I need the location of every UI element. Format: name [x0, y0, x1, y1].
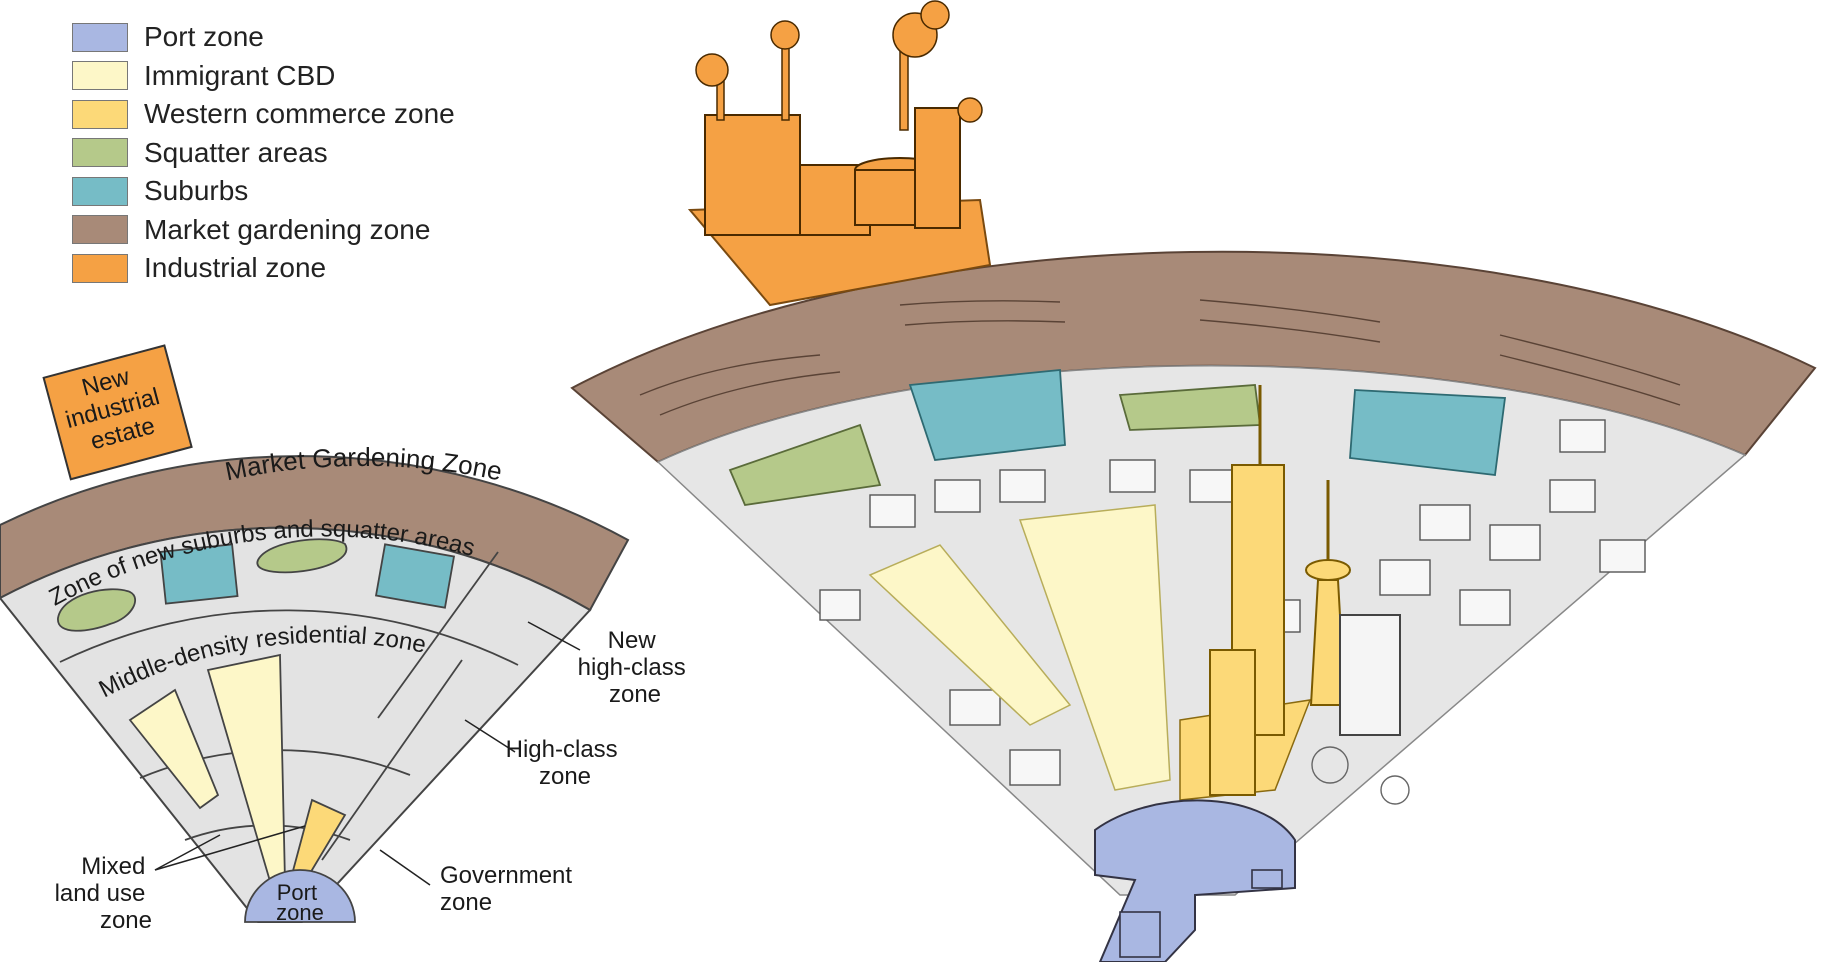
squatter-cluster [728, 423, 882, 506]
legend-swatch [72, 176, 128, 206]
chimney [781, 44, 790, 121]
suburb-cluster [1349, 389, 1507, 476]
illustrated-port-zone [1094, 799, 1296, 962]
legend-label: Suburbs [144, 175, 249, 207]
legend-item-market-gardening: Market gardening zone [72, 211, 455, 250]
leader-line [527, 621, 581, 651]
squatter-area-blob [57, 588, 136, 632]
legend-swatch [72, 99, 128, 129]
roundabout-roads [1311, 746, 1410, 805]
leader-line [154, 834, 221, 871]
legend-swatch [72, 138, 128, 168]
legend-swatch [72, 61, 128, 91]
legend-swatch [72, 22, 128, 52]
legend-label: Western commerce zone [144, 98, 455, 130]
illustrated-immigrant-cbd [868, 544, 1072, 726]
new-industrial-estate-box [42, 344, 193, 481]
smoke-puff [920, 0, 950, 30]
legend-label: Industrial zone [144, 252, 327, 284]
legend-label: Immigrant CBD [144, 59, 336, 91]
legend-item-western-commerce: Western commerce zone [72, 95, 455, 134]
field-furrows [639, 299, 1681, 416]
residential-fan [0, 526, 592, 923]
tower [914, 107, 961, 229]
illustrated-immigrant-cbd [1018, 504, 1171, 791]
tower-building [1209, 649, 1256, 796]
schematic-fan: New industrial estate Port zone [0, 344, 693, 934]
high-class-zone-label: High-class zone [506, 736, 625, 790]
legend-item-suburbs: Suburbs [72, 172, 455, 211]
radial-line [321, 659, 463, 861]
legend-label: Squatter areas [144, 136, 328, 168]
residential-houses [819, 419, 1646, 786]
suburb-block [374, 543, 456, 609]
legend-swatch [72, 253, 128, 283]
suburb-ring-boundary [59, 609, 519, 666]
squatter-area-blob [256, 538, 348, 574]
ship [1119, 911, 1161, 958]
leader-line [154, 825, 306, 871]
legend-label: Market gardening zone [144, 213, 431, 245]
port-zone-semicircle [244, 869, 356, 923]
legend-item-immigrant-cbd: Immigrant CBD [72, 57, 455, 96]
industrial-zone-illustration [687, 0, 992, 307]
immigrant-cbd-wedge [128, 688, 220, 810]
legend-item-port-zone: Port zone [72, 18, 455, 57]
warehouse [1251, 869, 1283, 889]
factory-building [704, 114, 801, 236]
legend-swatch [72, 215, 128, 245]
legend-label: Port zone [144, 21, 264, 53]
port-zone-label: Port zone [276, 880, 324, 925]
smoke-puff [770, 20, 800, 50]
chimney [899, 49, 909, 131]
illustrated-city-model [570, 0, 1817, 962]
mixed-land-use-zone-label: Mixed land use zone [55, 853, 152, 934]
suburb-block [159, 543, 239, 605]
legend-item-squatter-areas: Squatter areas [72, 134, 455, 173]
new-high-class-zone-label: New high-class zone [578, 627, 693, 708]
leader-line [464, 719, 516, 753]
suburb-cluster [908, 369, 1066, 461]
office-tower [1339, 614, 1401, 736]
illustrated-city-fan [656, 365, 1747, 896]
tv-tower-pod [1305, 559, 1351, 581]
government-zone-label: Government zone [440, 862, 579, 916]
legend-item-industrial-zone: Industrial zone [72, 249, 455, 288]
radial-line [377, 551, 499, 719]
smoke-puff [695, 53, 729, 87]
legend: Port zone Immigrant CBD Western commerce… [72, 18, 455, 288]
smoke-puff [957, 97, 983, 123]
leader-line [379, 849, 431, 886]
western-commerce-zone-illustration [1179, 385, 1351, 801]
